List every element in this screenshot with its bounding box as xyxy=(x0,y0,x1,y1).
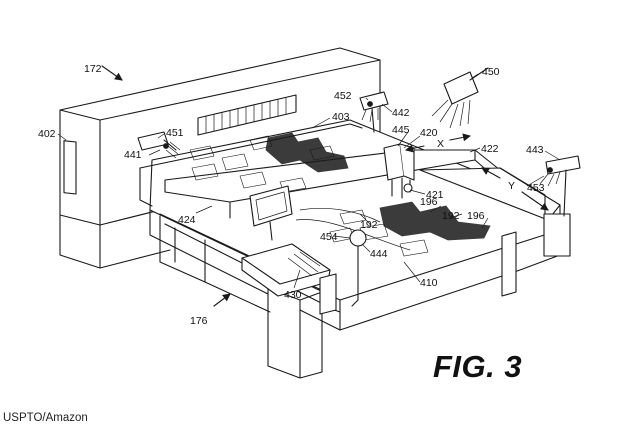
axis-label-x: X xyxy=(437,138,444,150)
ref-441: 441 xyxy=(124,149,142,161)
camera-444 xyxy=(349,229,367,307)
ref-192-right: 192 xyxy=(442,210,460,222)
ref-402: 402 xyxy=(38,128,56,140)
camera-443 xyxy=(545,155,581,217)
ref-453: 453 xyxy=(527,182,545,194)
ref-421: 421 xyxy=(426,189,444,201)
cutting-table xyxy=(139,119,571,379)
ref-430: 430 xyxy=(284,289,302,301)
ref-454: 454 xyxy=(320,231,338,243)
ref-452: 452 xyxy=(334,90,352,102)
ref-410: 410 xyxy=(420,277,438,289)
camera-view-hatches xyxy=(165,108,561,187)
ref-450: 450 xyxy=(482,66,500,78)
credit-bar xyxy=(0,409,634,429)
reference-numerals: 172 402 441 451 403 452 442 450 445 420 … xyxy=(38,63,545,327)
ref-422: 422 xyxy=(481,143,499,155)
ref-420: 420 xyxy=(420,127,438,139)
axis-label-y: Y xyxy=(508,180,515,192)
housing-vent-slots xyxy=(197,94,297,136)
image-credit: USPTO/Amazon xyxy=(3,412,88,424)
lamp-450 xyxy=(431,67,489,129)
axis-arrows: X Y xyxy=(405,133,549,211)
ref-451: 451 xyxy=(166,127,184,139)
control-panel xyxy=(241,243,337,315)
ref-192-left: 192 xyxy=(360,219,378,231)
ref-172: 172 xyxy=(84,63,102,75)
ref-403: 403 xyxy=(332,111,350,123)
ref-196-upper: 196 xyxy=(420,196,438,208)
monitor-terminal xyxy=(249,185,293,241)
camera-442 xyxy=(359,91,389,133)
ref-445: 445 xyxy=(392,124,410,136)
ref-196-right: 196 xyxy=(467,210,485,222)
ref-443: 443 xyxy=(526,144,544,156)
ref-424: 424 xyxy=(178,214,196,226)
figure-title: FIG. 3 xyxy=(433,349,523,384)
ref-176: 176 xyxy=(190,315,208,327)
ref-444: 444 xyxy=(370,248,388,260)
ref-442: 442 xyxy=(392,107,410,119)
leader-lines xyxy=(57,65,561,307)
